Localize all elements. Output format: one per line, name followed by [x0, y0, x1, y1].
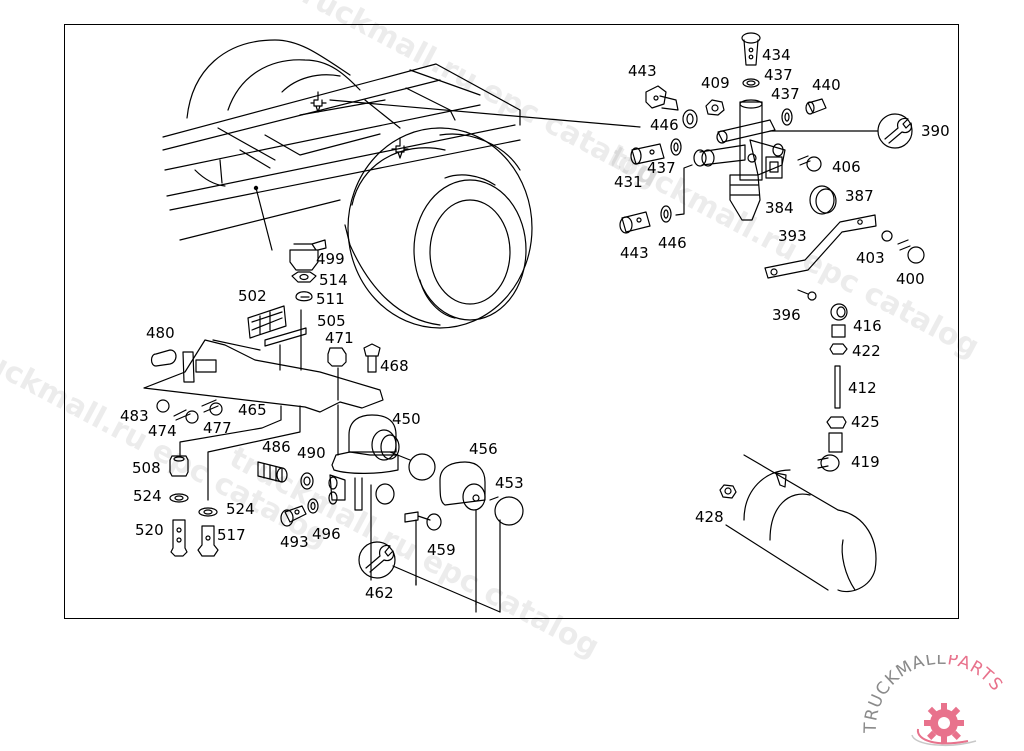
callout-465[interactable]: 465 [238, 401, 267, 419]
callout-419[interactable]: 419 [851, 453, 880, 471]
callout-446[interactable]: 446 [650, 116, 679, 134]
logo-swoosh-grey [911, 734, 977, 746]
callout-511[interactable]: 511 [316, 290, 345, 308]
callout-403[interactable]: 403 [856, 249, 885, 267]
callout-524[interactable]: 524 [226, 500, 255, 518]
callout-443[interactable]: 443 [628, 62, 657, 80]
callout-493[interactable]: 493 [280, 533, 309, 551]
callout-406[interactable]: 406 [832, 158, 861, 176]
distributor-valve-illustration [619, 32, 925, 593]
logo-graphic: TRUCKMALLPARTS [861, 649, 1007, 746]
callout-517[interactable]: 517 [217, 526, 246, 544]
truckmall-parts-logo: TRUCKMALLPARTS [858, 649, 1018, 747]
callout-437[interactable]: 437 [764, 66, 793, 84]
chassis-frame-illustration [162, 39, 641, 329]
callout-409[interactable]: 409 [701, 74, 730, 92]
callout-443[interactable]: 443 [620, 244, 649, 262]
callout-400[interactable]: 400 [896, 270, 925, 288]
callout-425[interactable]: 425 [851, 413, 880, 431]
callout-437[interactable]: 437 [771, 85, 800, 103]
callout-520[interactable]: 520 [135, 521, 164, 539]
callout-456[interactable]: 456 [469, 440, 498, 458]
mounting-bracket-illustration [143, 239, 384, 557]
callout-422[interactable]: 422 [852, 342, 881, 360]
callout-505[interactable]: 505 [317, 312, 346, 330]
callout-462[interactable]: 462 [365, 584, 394, 602]
callout-486[interactable]: 486 [262, 438, 291, 456]
callout-412[interactable]: 412 [848, 379, 877, 397]
callout-390[interactable]: 390 [921, 122, 950, 140]
logo-swoosh [916, 728, 969, 745]
callout-453[interactable]: 453 [495, 474, 524, 492]
callout-499[interactable]: 499 [316, 250, 345, 268]
gear-icon [924, 703, 964, 743]
callout-490[interactable]: 490 [297, 444, 326, 462]
callout-471[interactable]: 471 [325, 329, 354, 347]
callout-496[interactable]: 496 [312, 525, 341, 543]
callout-396[interactable]: 396 [772, 306, 801, 324]
callout-428[interactable]: 428 [695, 508, 724, 526]
callout-459[interactable]: 459 [427, 541, 456, 559]
callout-387[interactable]: 387 [845, 187, 874, 205]
callout-514[interactable]: 514 [319, 271, 348, 289]
callout-431[interactable]: 431 [614, 173, 643, 191]
callout-446[interactable]: 446 [658, 234, 687, 252]
callout-434[interactable]: 434 [762, 46, 791, 64]
callout-477[interactable]: 477 [203, 419, 232, 437]
callout-440[interactable]: 440 [812, 76, 841, 94]
brake-valve-illustration [257, 404, 524, 613]
callout-483[interactable]: 483 [120, 407, 149, 425]
callout-384[interactable]: 384 [765, 199, 794, 217]
callout-450[interactable]: 450 [392, 410, 421, 428]
callout-474[interactable]: 474 [148, 422, 177, 440]
callout-480[interactable]: 480 [146, 324, 175, 342]
callout-393[interactable]: 393 [778, 227, 807, 245]
callout-437[interactable]: 437 [647, 159, 676, 177]
logo-text-accent: PARTS [946, 655, 1007, 696]
callout-524[interactable]: 524 [133, 487, 162, 505]
callout-468[interactable]: 468 [380, 357, 409, 375]
callout-502[interactable]: 502 [238, 287, 267, 305]
callout-416[interactable]: 416 [853, 317, 882, 335]
callout-508[interactable]: 508 [132, 459, 161, 477]
